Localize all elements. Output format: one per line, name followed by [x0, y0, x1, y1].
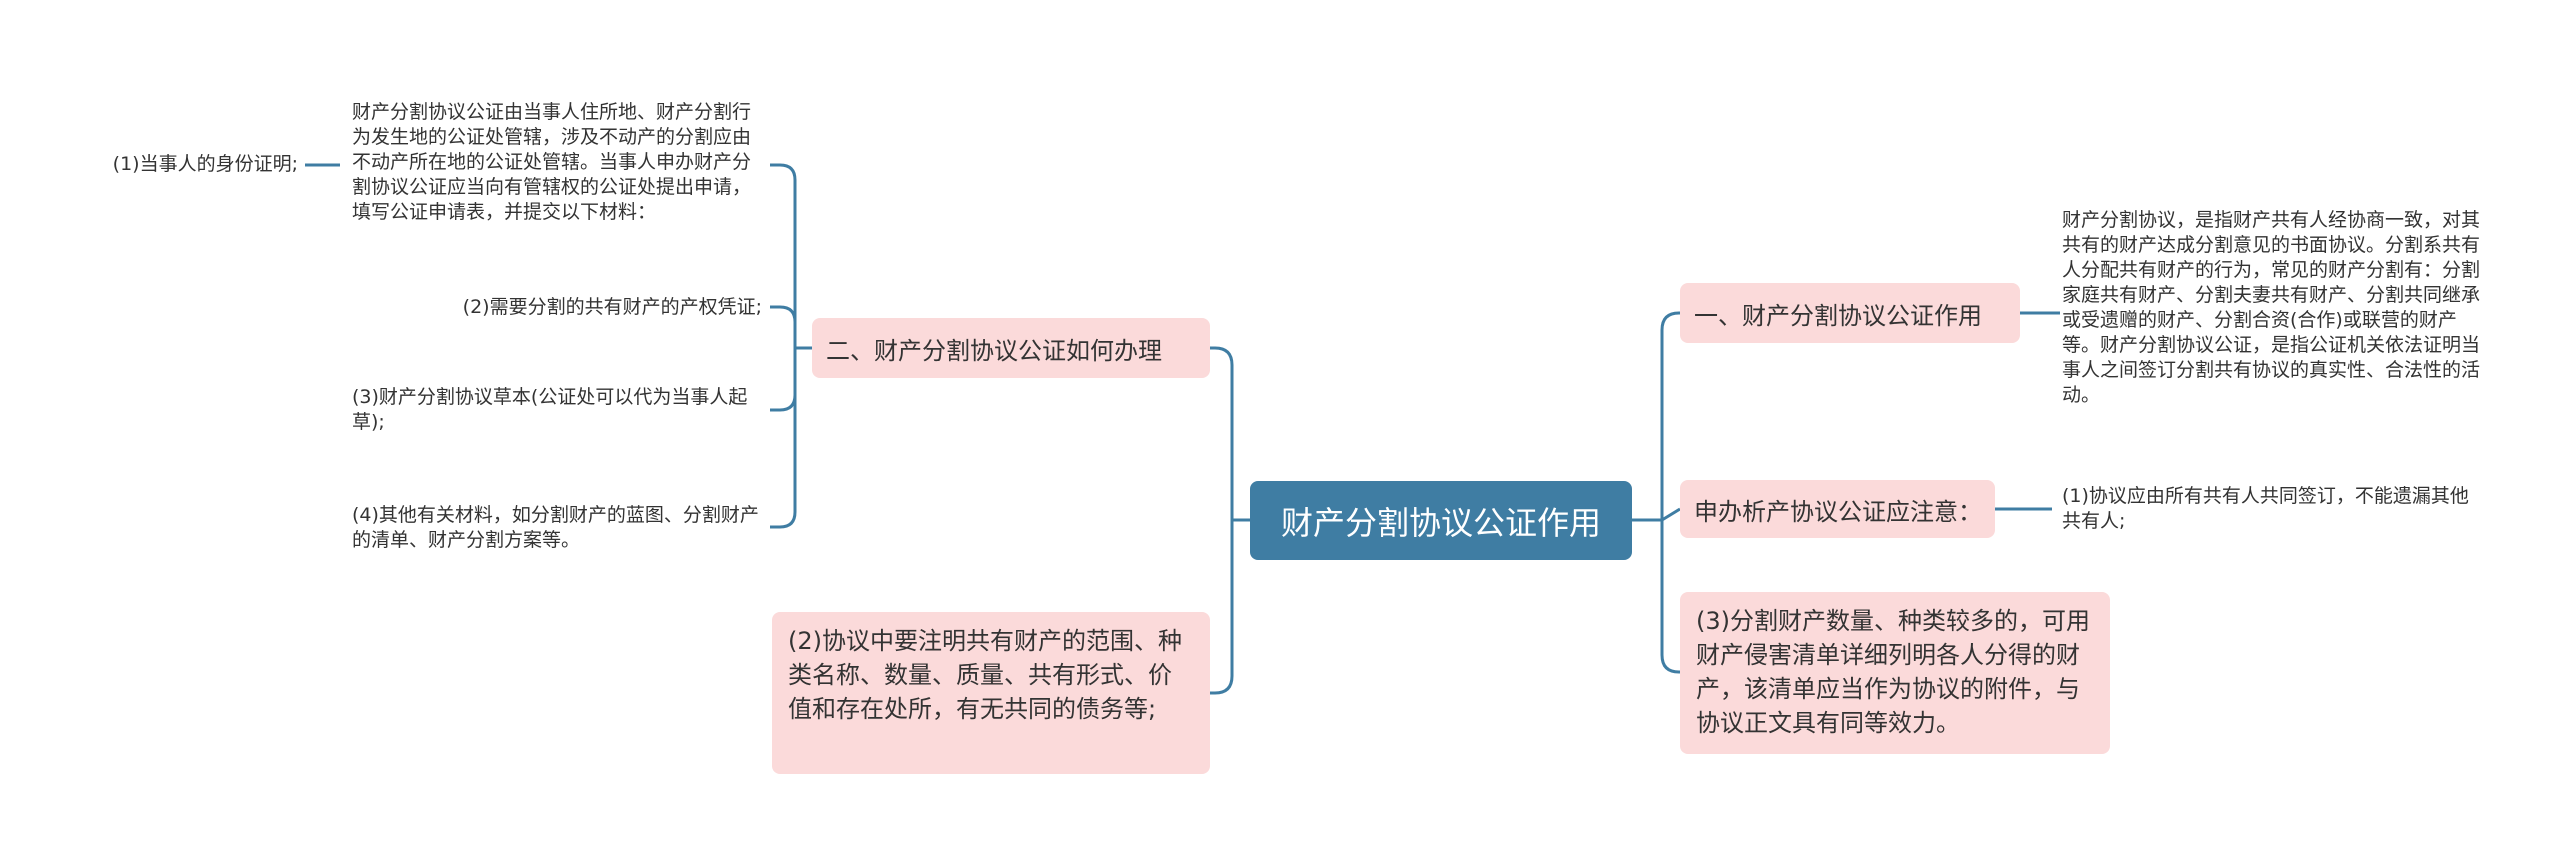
link-right-2: [1661, 507, 1681, 522]
branch-left-1-label: 二、财产分割协议公证如何办理: [826, 336, 1162, 365]
link-left-2: [1210, 520, 1234, 695]
branch-left-2[interactable]: (2)协议中要注明共有财产的范围、种类名称、数量、质量、共有形式、价值和存在处所…: [772, 612, 1210, 774]
leaf-right-2-text: (1)协议应由所有共有人共同签订，不能遗漏其他共有人;: [2062, 485, 2469, 532]
link-left-1d: [770, 348, 797, 529]
link-right-1: [1660, 311, 1680, 520]
link-left-1c: [770, 348, 797, 412]
link-left-1: [1210, 346, 1234, 520]
leaf-left-1d-text: (4)其他有关材料，如分割财产的蓝图、分割财产的清单、财产分割方案等。: [352, 504, 759, 551]
leaf-left-1c-text: (3)财产分割协议草本(公证处可以代为当事人起草);: [352, 386, 748, 433]
leaf-left-1a-child: (1)当事人的身份证明;: [40, 152, 298, 177]
leaf-left-1d: (4)其他有关材料，如分割财产的蓝图、分割财产的清单、财产分割方案等。: [352, 503, 762, 553]
branch-right-3[interactable]: (3)分割财产数量、种类较多的，可用财产侵害清单详细列明各人分得的财产，该清单应…: [1680, 592, 2110, 754]
branch-left-1[interactable]: 二、财产分割协议公证如何办理: [812, 318, 1210, 378]
leaf-left-1c: (3)财产分割协议草本(公证处可以代为当事人起草);: [352, 385, 762, 435]
leaf-left-1b: (2)需要分割的共有财产的产权凭证;: [352, 295, 762, 320]
branch-right-1[interactable]: 一、财产分割协议公证作用: [1680, 283, 2020, 343]
branch-right-2-label: 申办析产协议公证应注意：: [1694, 497, 1982, 526]
leaf-right-1: 财产分割协议，是指财产共有人经协商一致，对其共有的财产达成分割意见的书面协议。分…: [2062, 208, 2482, 408]
leaf-left-1a-child-text: (1)当事人的身份证明;: [112, 153, 298, 175]
link-right-3: [1660, 520, 1680, 674]
branch-right-3-label: (3)分割财产数量、种类较多的，可用财产侵害清单详细列明各人分得的财产，该清单应…: [1696, 607, 2090, 737]
branch-right-2[interactable]: 申办析产协议公证应注意：: [1680, 480, 1995, 538]
leaf-left-1a: 财产分割协议公证由当事人住所地、财产分割行为发生地的公证处管辖，涉及不动产的分割…: [352, 100, 762, 225]
root-node[interactable]: 财产分割协议公证作用: [1250, 481, 1632, 560]
leaf-left-1b-text: (2)需要分割的共有财产的产权凭证;: [462, 296, 762, 318]
branch-right-1-label: 一、财产分割协议公证作用: [1694, 301, 1982, 330]
link-left-1b: [770, 305, 797, 348]
leaf-left-1a-text: 财产分割协议公证由当事人住所地、财产分割行为发生地的公证处管辖，涉及不动产的分割…: [352, 101, 752, 223]
branch-left-2-label: (2)协议中要注明共有财产的范围、种类名称、数量、质量、共有形式、价值和存在处所…: [788, 627, 1182, 723]
leaf-right-1-text: 财产分割协议，是指财产共有人经协商一致，对其共有的财产达成分割意见的书面协议。分…: [2062, 209, 2481, 406]
leaf-right-2: (1)协议应由所有共有人共同签订，不能遗漏其他共有人;: [2062, 484, 2482, 534]
root-label: 财产分割协议公证作用: [1280, 503, 1601, 542]
link-left-1a: [770, 163, 797, 348]
